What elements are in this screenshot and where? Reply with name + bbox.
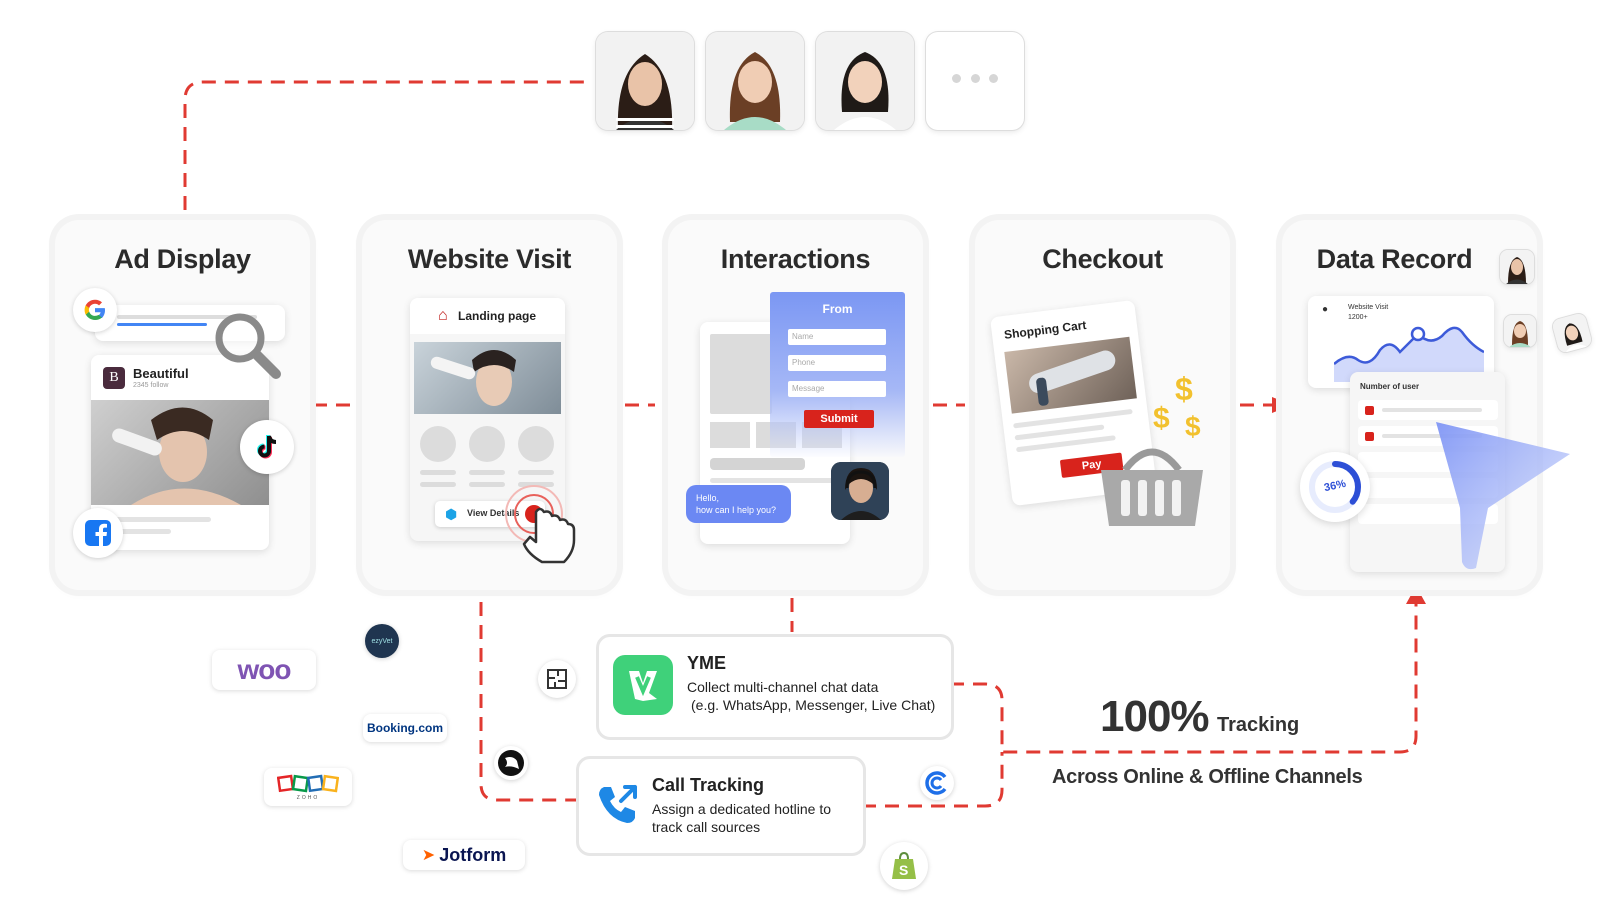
ad-image xyxy=(91,400,269,505)
tracking-headline: 100% Tracking xyxy=(1100,692,1360,748)
shopify-icon: S xyxy=(880,842,928,890)
phone-field[interactable]: Phone xyxy=(788,355,886,371)
svg-text:$: $ xyxy=(1185,411,1201,440)
progress-ring: 36% xyxy=(1300,452,1370,522)
page-avatar: B xyxy=(103,367,125,389)
bird-icon xyxy=(494,746,528,780)
magnifier-icon xyxy=(215,313,281,379)
floorplan-icon xyxy=(538,660,576,698)
stage-title: Interactions xyxy=(720,244,871,274)
landing-page-label: Landing page xyxy=(458,309,536,323)
avatar-3 xyxy=(816,32,914,130)
jotform-mark-icon: ➤ xyxy=(421,847,436,864)
home-icon: ⌂ xyxy=(438,307,448,324)
chat-line-2: how can I help you? xyxy=(696,505,777,515)
contact-form: From Name Phone Message Submit xyxy=(770,292,905,457)
landing-hero-image xyxy=(414,342,561,414)
zoho-logo-text: ZOHO xyxy=(296,795,320,801)
google-icon xyxy=(73,288,117,332)
phone-call-icon xyxy=(599,785,637,823)
shopping-cart-card: Shopping Cart Pay xyxy=(989,299,1158,507)
cube-icon: ⬢ xyxy=(445,506,458,522)
chart-label: Website Visit xyxy=(1348,304,1389,311)
page-followers: 2345 follow xyxy=(133,382,169,389)
chart-value: 1200+ xyxy=(1348,314,1368,321)
stage-title: Checkout xyxy=(1042,244,1163,274)
stage-checkout: Checkout Shopping Cart Pay $ $ $ xyxy=(975,220,1230,590)
stage-interactions: Interactions From Name Phone Message Sub… xyxy=(668,220,923,590)
user-icon: ● xyxy=(1322,304,1329,315)
landing-page-header: ⌂ Landing page xyxy=(410,298,565,334)
avatar-2 xyxy=(706,32,804,130)
zoho-logo: ZOHO xyxy=(264,768,352,806)
svg-text:$: $ xyxy=(1153,402,1170,435)
tiktok-icon xyxy=(240,420,294,474)
social-post-card: B Beautiful 2345 follow xyxy=(91,355,269,550)
avatar-more[interactable] xyxy=(926,32,1024,130)
stage-title: Ad Display xyxy=(114,244,251,274)
support-agent-photo xyxy=(831,462,889,520)
woo-logo-text: woo xyxy=(237,654,292,685)
jotform-logo: ➤ Jotform xyxy=(403,840,525,870)
funnel-icon xyxy=(1436,422,1570,570)
view-details-label: View Details xyxy=(467,508,520,518)
stage-data-record: Data Record ● Website Visit 1200+ Number… xyxy=(1282,220,1570,590)
chat-line-1: Hello, xyxy=(696,493,720,503)
user-avatar-small-1 xyxy=(1500,250,1534,284)
stage-title: Website Visit xyxy=(407,244,572,274)
product-image xyxy=(1004,336,1137,414)
stage-ad-display: Ad Display B Beautiful 2345 follow xyxy=(55,220,310,590)
yme-box: YME Collect multi-channel chat data (e.g… xyxy=(596,634,954,740)
ezyvet-logo: ezyVet xyxy=(365,624,399,658)
stage-website-visit: Website Visit ⌂ Landing page ⬢ View Deta… xyxy=(362,220,617,590)
form-title: From xyxy=(822,302,853,316)
booking-logo: Booking.com xyxy=(363,714,447,742)
yme-name: YME xyxy=(687,653,727,673)
yme-line-1: Collect multi-channel chat data xyxy=(687,679,879,695)
tracking-subtitle: Across Online & Offline Channels xyxy=(1052,766,1363,788)
booking-logo-text: Booking.com xyxy=(366,721,443,735)
ezyvet-logo-text: ezyVet xyxy=(371,637,393,645)
call-tracking-title: Call Tracking xyxy=(652,775,765,795)
user-list-title: Number of user xyxy=(1360,382,1420,391)
stage-title: Data Record xyxy=(1316,244,1473,274)
avatar-1 xyxy=(596,32,694,130)
yme-line-2: (e.g. WhatsApp, Messenger, Live Chat) xyxy=(691,697,936,713)
chat-bubble: Hello, how can I help you? xyxy=(686,485,791,523)
facebook-icon xyxy=(73,508,123,558)
svg-text:S: S xyxy=(899,862,908,878)
tracking-word: Tracking xyxy=(1217,714,1300,736)
user-avatar-small-2 xyxy=(1504,315,1536,347)
page-name: Beautiful xyxy=(133,366,189,381)
woo-logo: woo xyxy=(212,650,316,690)
call-tracking-line-1: Assign a dedicated hotline to xyxy=(652,801,832,817)
submit-button[interactable]: Submit xyxy=(804,410,874,428)
tracking-percent: 100% xyxy=(1100,692,1210,741)
yme-logo-icon xyxy=(613,655,673,715)
basket-icon xyxy=(1101,448,1203,526)
dollar-icon: $ $ $ xyxy=(1153,371,1201,440)
svg-text:$: $ xyxy=(1175,371,1193,407)
jotform-logo-text: Jotform xyxy=(439,844,507,865)
more-icon xyxy=(952,74,998,86)
visit-trend-chart xyxy=(1334,326,1484,382)
shopping-cart-title: Shopping Cart xyxy=(1003,317,1088,342)
user-avatar-small-3 xyxy=(1551,312,1593,354)
name-field[interactable]: Name xyxy=(788,329,886,345)
call-tracking-line-2: track call sources xyxy=(652,819,761,835)
call-tracking-box: Call Tracking Assign a dedicated hotline… xyxy=(576,756,866,856)
message-field[interactable]: Message xyxy=(788,381,886,397)
click-cursor-icon xyxy=(505,485,576,564)
circular-c-icon xyxy=(920,766,954,800)
